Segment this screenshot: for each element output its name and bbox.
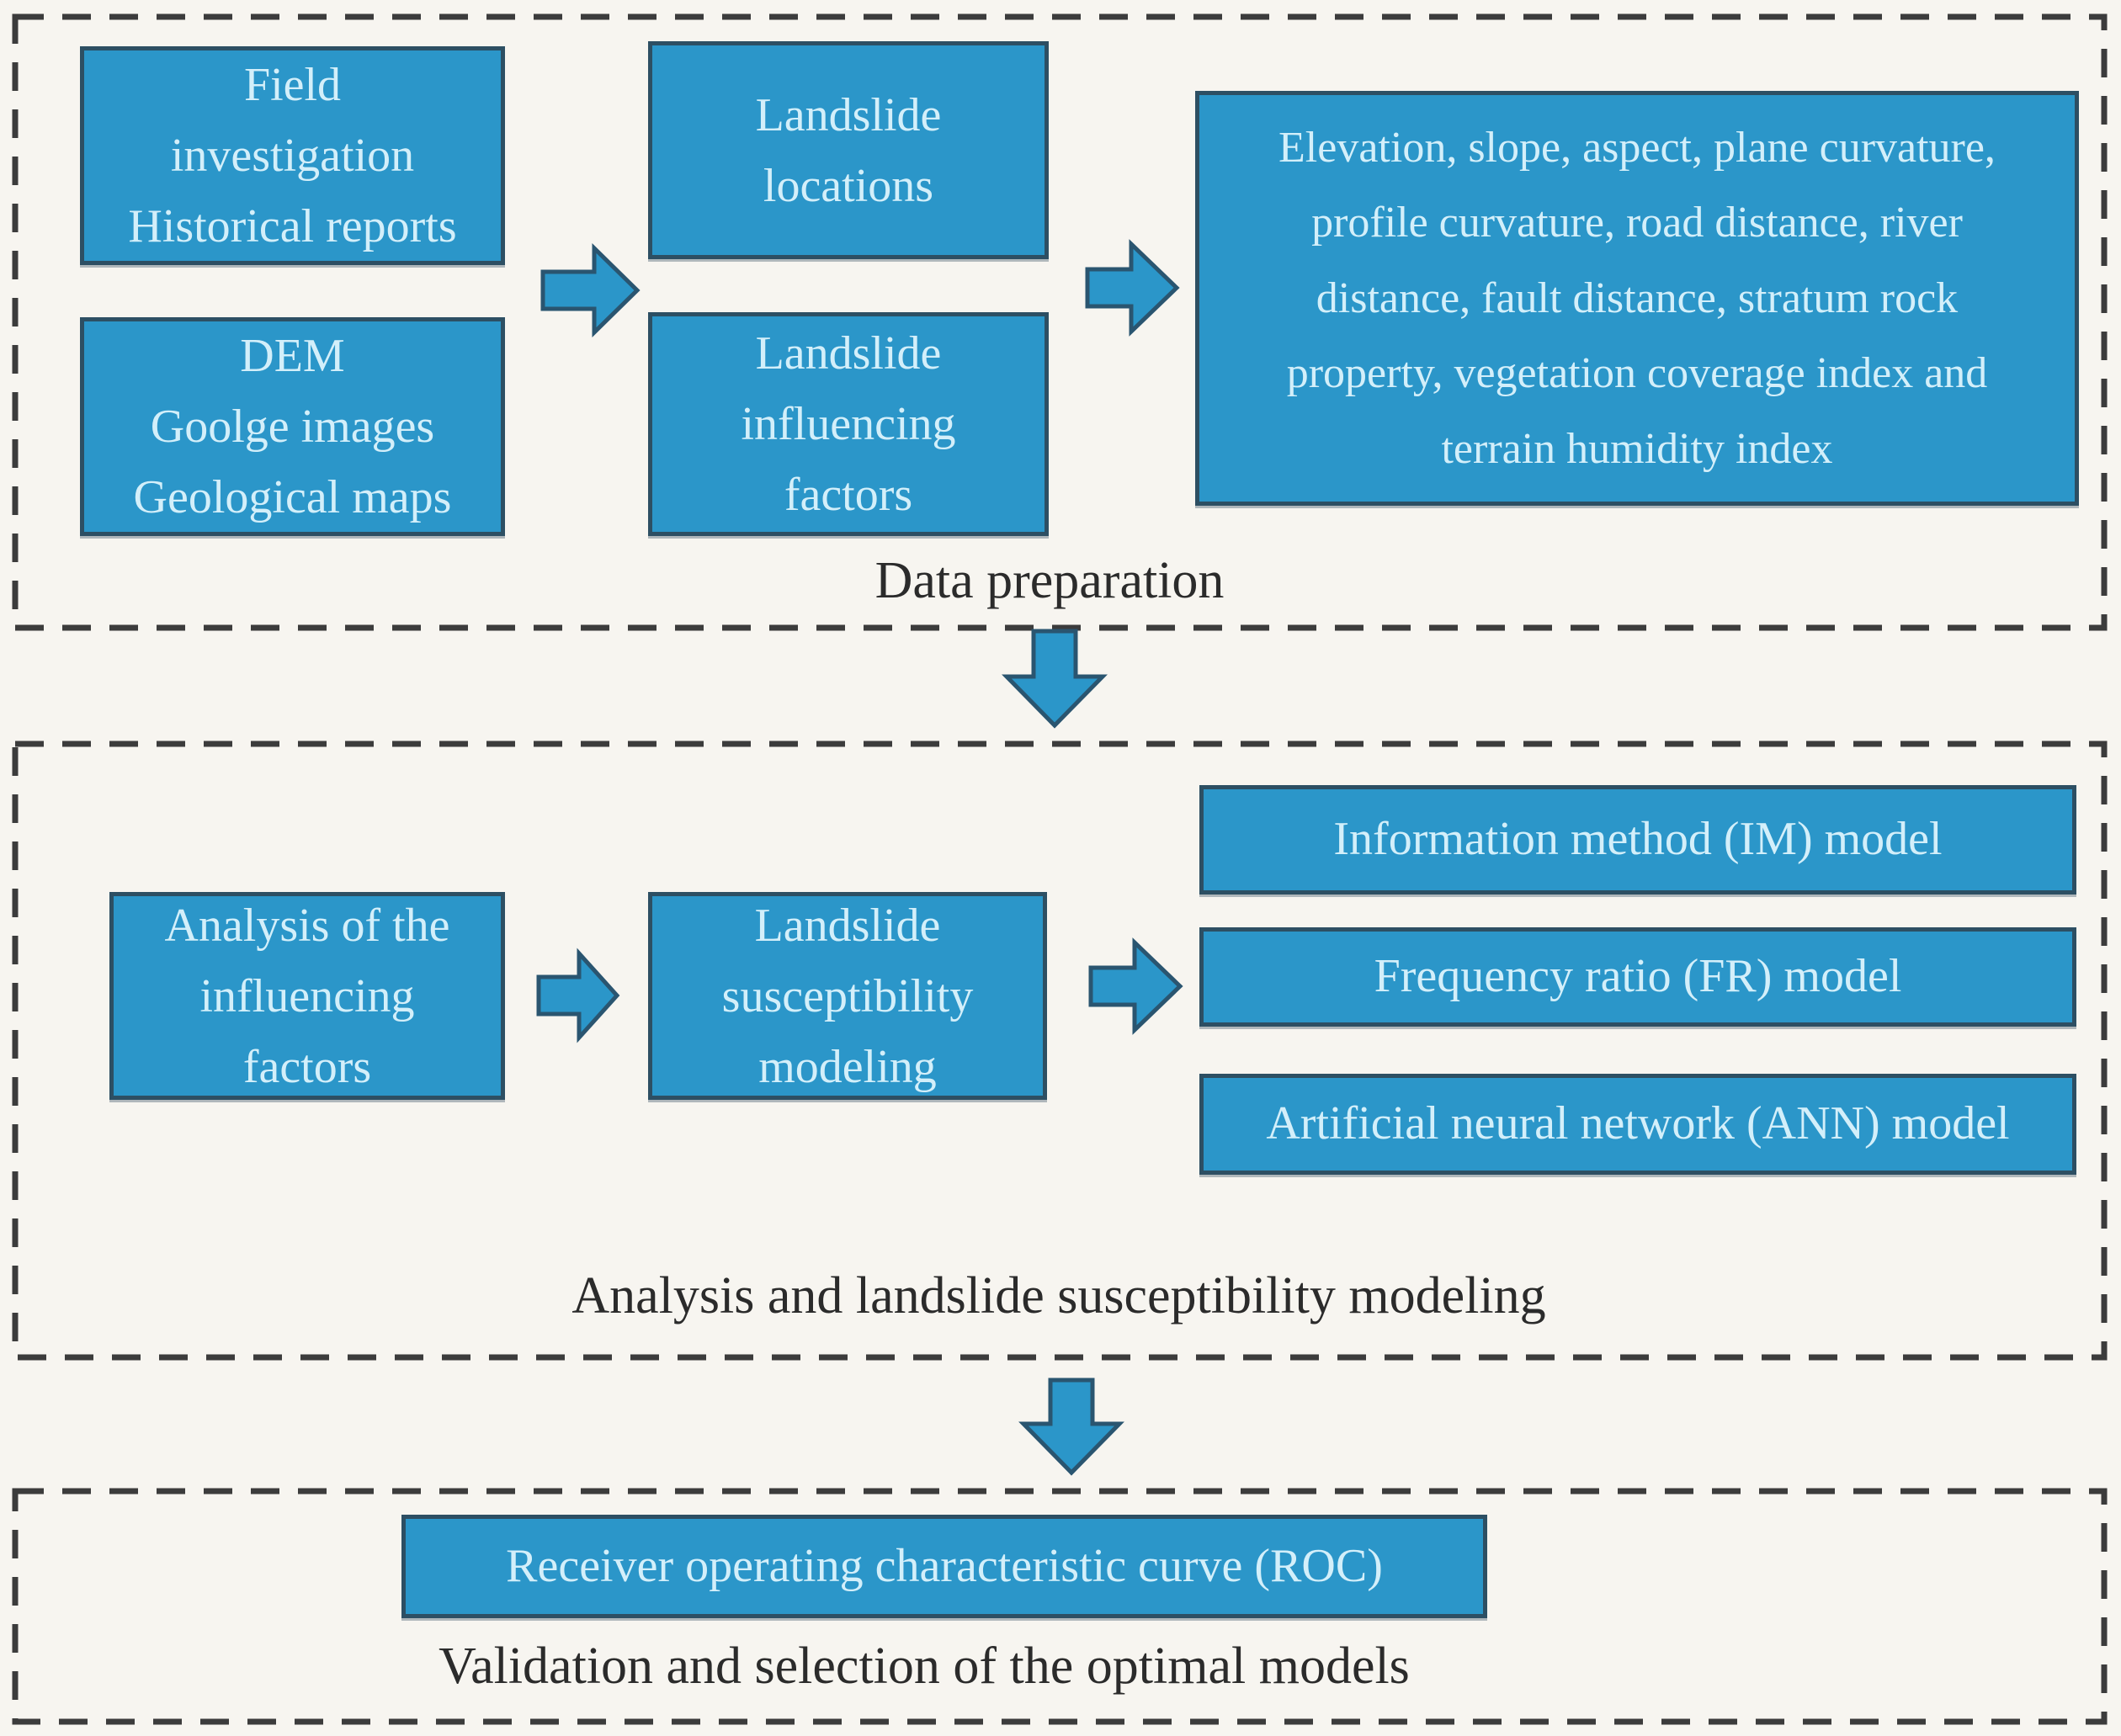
box-landslide-susceptibility-modeling: Landslide susceptibility modeling xyxy=(648,892,1047,1100)
section-border-validation xyxy=(12,1488,2108,1725)
box-dem-google-geological: DEM Goolge images Geological maps xyxy=(80,317,505,536)
box-field-investigation: Field investigation Historical reports xyxy=(80,46,505,265)
box-landslide-locations: Landslide locations xyxy=(648,41,1049,259)
arrow-right-icon xyxy=(540,243,641,337)
box-frequency-ratio-model: Frequency ratio (FR) model xyxy=(1199,927,2076,1027)
section-label-data-preparation: Data preparation xyxy=(874,552,1225,609)
section-label-analysis-modeling: Analysis and landslide susceptibility mo… xyxy=(571,1267,1546,1325)
arrow-right-icon xyxy=(536,948,620,1043)
section-label-validation: Validation and selection of the optimal … xyxy=(439,1638,1410,1695)
arrow-right-icon xyxy=(1088,937,1183,1035)
section-border-analysis-modeling xyxy=(12,741,2108,1361)
box-information-method-model: Information method (IM) model xyxy=(1199,785,2076,895)
box-roc-curve: Receiver operating characteristic curve … xyxy=(401,1515,1487,1618)
box-landslide-influencing-factors: Landslide influencing factors xyxy=(648,312,1049,536)
box-analysis-influencing-factors: Analysis of the influencing factors xyxy=(109,892,505,1100)
box-influencing-factor-list: Elevation, slope, aspect, plane curvatur… xyxy=(1195,91,2079,506)
arrow-down-icon xyxy=(1018,1378,1124,1476)
section-border-data-preparation xyxy=(12,13,2108,631)
box-artificial-neural-network-model: Artificial neural network (ANN) model xyxy=(1199,1074,2076,1175)
arrow-right-icon xyxy=(1085,239,1180,337)
arrow-down-icon xyxy=(1002,629,1108,729)
